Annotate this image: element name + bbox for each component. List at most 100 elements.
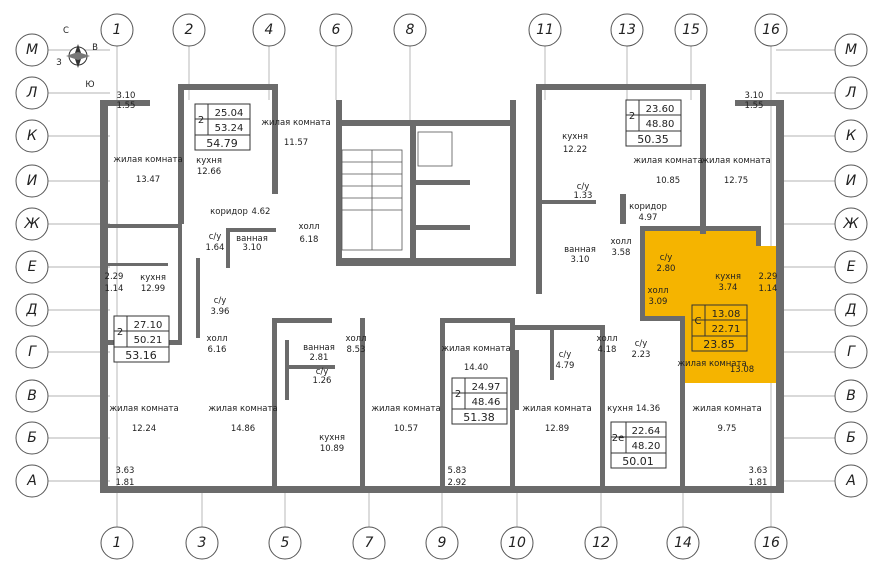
svg-text:И: И [27,173,38,189]
apartment-box-highlighted[interactable]: С 13.08 22.71 23.85 [691,304,748,352]
svg-text:Б: Б [27,430,37,446]
svg-text:2.29: 2.29 [105,272,124,282]
svg-text:И: И [846,173,857,189]
svg-text:коридор: коридор [210,207,248,217]
svg-text:3.58: 3.58 [612,248,631,258]
axis-right: Д [834,293,868,327]
room-label: с/у1.64 [206,232,225,253]
balcony-label: 3.101.55 [745,91,764,111]
axis-left: Б [15,421,49,455]
svg-text:2: 2 [117,327,123,338]
svg-text:8: 8 [406,22,415,38]
svg-text:14.36: 14.36 [636,404,660,414]
svg-text:12.22: 12.22 [563,145,587,155]
apartment-box[interactable]: 2 25.04 53.24 54.79 [194,103,251,151]
svg-text:1.64: 1.64 [206,243,225,253]
svg-text:4.79: 4.79 [556,361,575,371]
compass-n: С [63,26,69,36]
svg-text:1: 1 [113,22,122,38]
svg-text:8.53: 8.53 [347,345,366,355]
svg-text:жилая комната: жилая комната [371,404,440,414]
svg-text:4.97: 4.97 [639,213,658,223]
svg-text:6: 6 [332,22,341,38]
svg-text:10.89: 10.89 [320,444,344,454]
axis-top: 1 [100,13,134,47]
svg-text:2.23: 2.23 [632,350,651,360]
apartment-box[interactable]: 2 27.10 50.21 53.16 [113,315,170,363]
balcony-label: 5.832.92 [448,466,467,488]
axis-top: 16 [754,13,788,47]
svg-text:15: 15 [682,22,700,38]
svg-text:жилая комната: жилая комната [633,156,702,166]
svg-text:3.10: 3.10 [745,91,764,101]
compass-icon: С В Ю З [56,26,98,90]
apartment-box[interactable]: 2 24.97 48.46 51.38 [451,377,508,425]
svg-text:ванная: ванная [303,343,335,353]
svg-text:12.75: 12.75 [724,176,748,186]
svg-text:Ж: Ж [23,216,40,232]
svg-text:кухня: кухня [562,132,588,142]
svg-text:жилая комната: жилая комната [692,404,761,414]
svg-text:Г: Г [28,344,37,360]
svg-text:24.97: 24.97 [472,382,501,393]
axis-left: К [15,119,49,153]
svg-text:50.21: 50.21 [134,335,163,346]
axis-left: А [15,464,49,498]
svg-text:3.96: 3.96 [211,307,230,317]
svg-text:4.18: 4.18 [598,345,617,355]
room-label: с/у3.96 [211,296,230,317]
axis-top: 4 [252,13,286,47]
svg-text:2: 2 [185,22,194,38]
svg-text:2.92: 2.92 [448,478,467,488]
svg-text:Л: Л [845,85,857,101]
axis-bottom: 10 [500,526,534,560]
svg-text:3.10: 3.10 [243,243,262,253]
axes-left: М Л К И Ж Е Д Г В Б А [15,33,49,498]
svg-text:12: 12 [592,535,610,551]
axis-bottom: 16 [754,526,788,560]
compass-s: Ю [85,80,94,90]
axis-left: И [15,164,49,198]
svg-text:кухня: кухня [196,156,222,166]
svg-text:ванная: ванная [564,245,596,255]
room-label: с/у1.33 [574,182,593,201]
svg-text:12.24: 12.24 [132,424,156,434]
svg-text:холл: холл [610,237,631,247]
svg-text:жилая комната: жилая комната [208,404,277,414]
balcony-label: 3.631.81 [116,466,135,488]
svg-text:48.80: 48.80 [646,119,675,130]
svg-text:5: 5 [281,535,290,551]
svg-text:1.26: 1.26 [313,376,332,386]
svg-text:жилая комната: жилая комната [441,344,510,354]
svg-text:С: С [695,316,702,327]
svg-text:кухня: кухня [140,273,166,283]
axis-top: 13 [610,13,644,47]
svg-text:Л: Л [26,85,38,101]
svg-text:холл: холл [298,222,319,232]
svg-text:Д: Д [845,302,857,318]
axis-bottom: 1 [100,526,134,560]
svg-text:2е: 2е [612,433,625,444]
building-walls [100,84,784,493]
svg-text:14.86: 14.86 [231,424,255,434]
axis-bottom: 7 [352,526,386,560]
svg-text:14: 14 [674,535,692,551]
svg-text:3.10: 3.10 [117,91,136,101]
apartment-box[interactable]: 2е 22.64 48.20 50.01 [610,421,667,469]
svg-text:холл: холл [206,334,227,344]
svg-text:жилая комната: жилая комната [522,404,591,414]
apartment-box[interactable]: 2 23.60 48.80 50.35 [625,99,682,147]
